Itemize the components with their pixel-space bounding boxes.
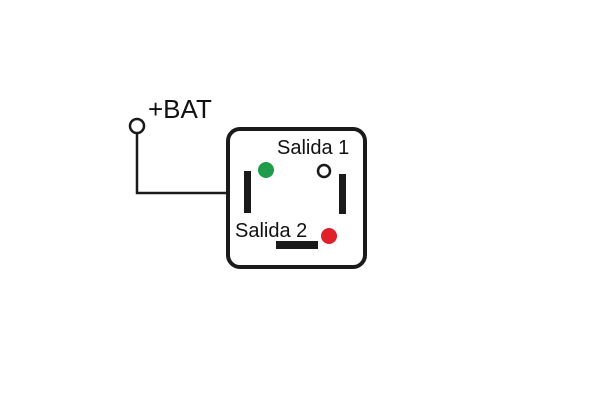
output-1-label: Salida 1 xyxy=(277,137,349,159)
bat-wire xyxy=(135,132,244,195)
input-pin xyxy=(244,171,251,213)
bat-terminal xyxy=(128,117,146,135)
red-indicator xyxy=(321,228,337,244)
output-2-label: Salida 2 xyxy=(235,220,307,242)
output-1-pin xyxy=(339,174,346,214)
bat-label: +BAT xyxy=(148,94,212,124)
green-indicator xyxy=(258,162,274,178)
output-2-pin xyxy=(276,241,318,249)
output-1-terminal xyxy=(316,163,332,179)
